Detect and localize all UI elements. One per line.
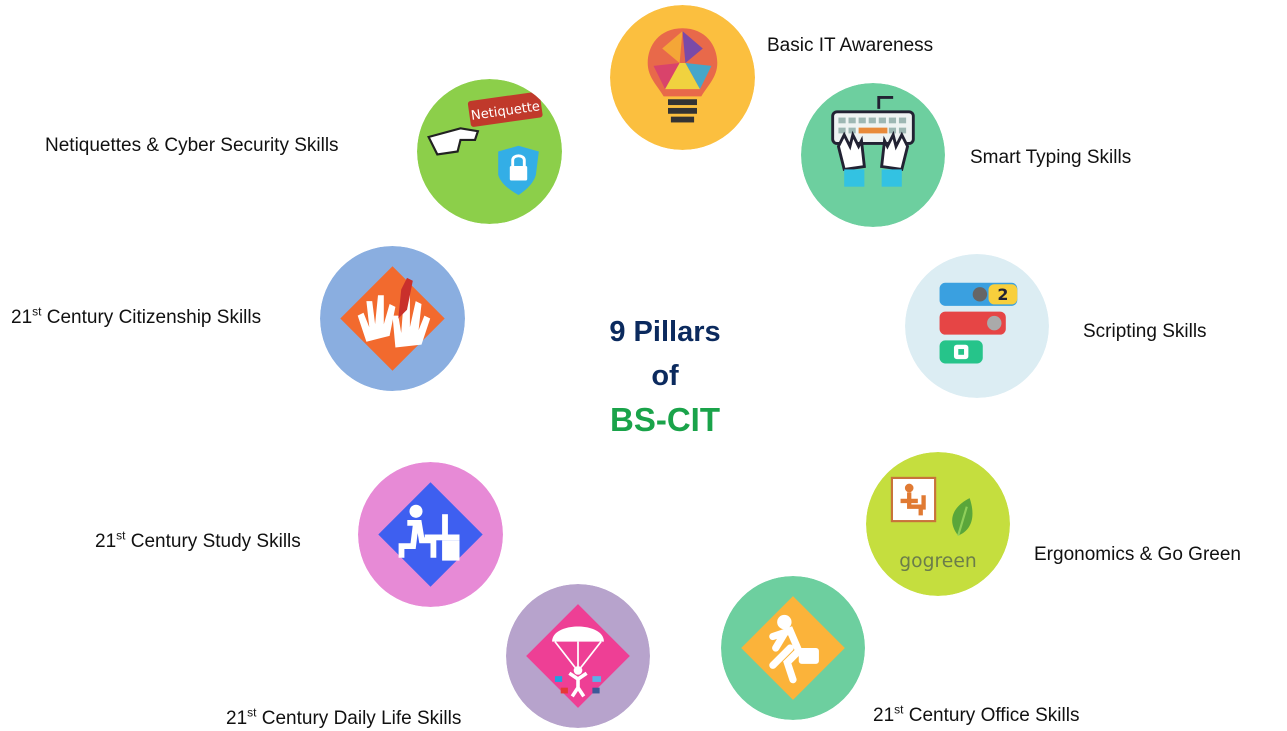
label-daily-life-skills: 21st Century Daily Life Skills [226,707,461,731]
label-office-prefix: 21 [873,705,895,726]
label-study-skills: 21st Century Study Skills [95,530,301,554]
label-office-skills: 21st Century Office Skills [873,704,1079,728]
pillar-ergonomics-go-green: gogreen [866,452,1010,596]
raised-hands-icon [320,246,465,391]
title-line-2: of [651,360,679,392]
label-daily-text: Century Daily Life Skills [256,708,462,729]
svg-text:gogreen: gogreen [899,551,976,572]
pillar-office-skills [721,576,865,720]
pillar-scripting-skills: 2 [905,254,1049,398]
code-blocks-icon: 2 [905,254,1049,398]
label-basic-it-awareness: Basic IT Awareness [767,35,934,56]
study-desk-icon [358,462,503,607]
label-daily-prefix: 21 [226,708,248,729]
label-daily-sup: st [247,705,257,720]
label-ergonomics-go-green: Ergonomics & Go Green [1034,544,1241,565]
lightbulb-icon [610,5,755,150]
label-study-sup: st [116,528,126,543]
label-scripting-skills: Scripting Skills [1083,321,1207,342]
label-netiquettes-cyber-security: Netiquettes & Cyber Security Skills [45,135,339,156]
title-line-1: 9 Pillars [609,316,721,348]
pillar-netiquettes-cyber-security: Netiquette [417,79,562,224]
gogreen-icon: gogreen [866,452,1010,596]
pillar-basic-it-awareness [610,5,755,150]
svg-text:2: 2 [997,285,1008,304]
keyboard-icon [801,83,945,227]
pillar-smart-typing-skills [801,83,945,227]
office-worker-icon [721,576,865,720]
pillar-daily-life-skills [506,584,650,728]
pillar-citizenship-skills [320,246,465,391]
label-citizenship-prefix: 21 [11,307,33,328]
label-office-text: Century Office Skills [903,705,1080,726]
label-study-text: Century Study Skills [125,531,301,552]
pillar-study-skills [358,462,503,607]
title-line-3: BS-CIT [610,401,720,438]
label-study-prefix: 21 [95,531,117,552]
label-citizenship-sup: st [32,304,42,319]
diagram-title: 9 Pillars of BS-CIT [560,310,770,442]
label-smart-typing-skills: Smart Typing Skills [970,147,1132,168]
label-office-sup: st [894,702,904,717]
parachute-icon [506,584,650,728]
netiquette-shield-icon: Netiquette [417,79,562,224]
label-citizenship-text: Century Citizenship Skills [41,307,262,328]
label-citizenship-skills: 21st Century Citizenship Skills [11,306,261,330]
